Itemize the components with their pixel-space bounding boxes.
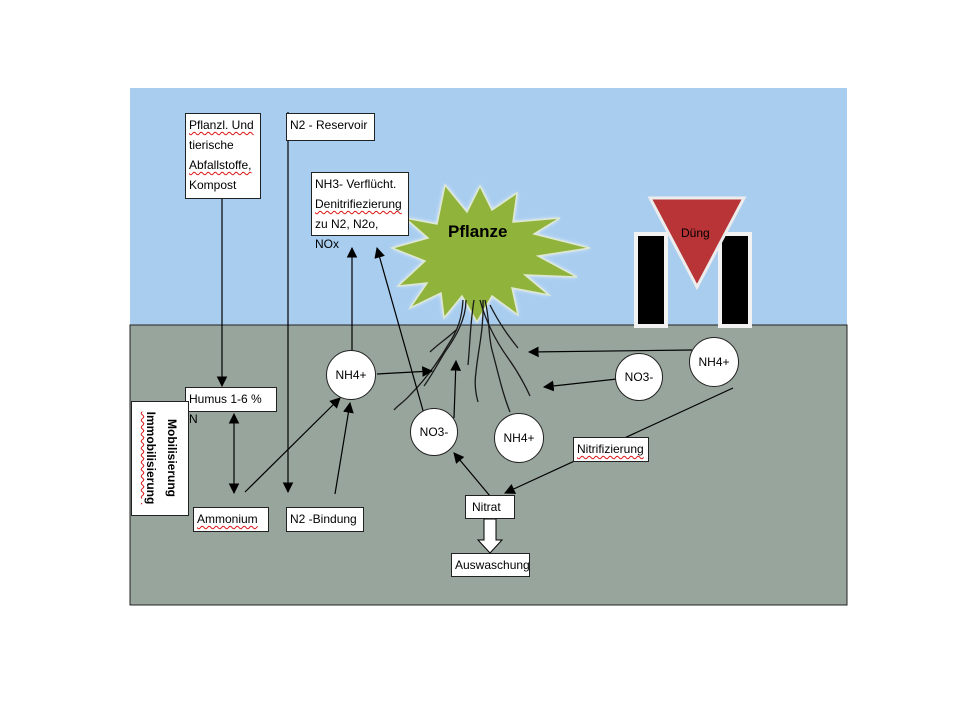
no3-circle-right: NO3-	[615, 353, 663, 401]
fertilizer-label: Düng	[681, 226, 710, 240]
humus-box: Humus 1-6 % N	[185, 387, 277, 426]
nitrat-label: Nitrat	[472, 500, 501, 514]
nitrifizierung-label: Nitrifizierung	[577, 442, 644, 456]
ammonium-label: Ammonium	[197, 512, 258, 526]
fertilizer-triangle	[647, 196, 747, 291]
fertilizer-pillar-left	[634, 232, 668, 328]
abfallstoffe-box: Pflanzl. Und tierische Abfallstoffe, Kom…	[185, 113, 261, 199]
nh4-right-label: NH4+	[698, 355, 730, 369]
flow-arrows	[216, 112, 734, 497]
auswaschung-label: Auswaschung	[455, 558, 530, 572]
no3-mid-label: NO3-	[419, 425, 449, 439]
plant-burst	[389, 183, 591, 324]
arrow-no3-to-nh3	[374, 246, 425, 415]
plant-roots	[393, 299, 531, 413]
mobilisierung-label: Mobilisierung	[165, 419, 179, 497]
arrow-ammonium-to-nh4	[244, 397, 341, 493]
nh3-line-1: NH3- Verflücht.	[315, 177, 397, 191]
immobilisierung-label: Immobilisierung	[144, 411, 158, 505]
nitrat-box: Nitrat	[465, 495, 515, 519]
nh4-circle-mid: NH4+	[494, 413, 544, 463]
nh3-box: NH3- Verflücht. Denitrifiezierung zu N2,…	[311, 172, 409, 251]
ammonium-box: Ammonium	[193, 507, 269, 532]
nh3-line-3: zu N2, N2o, NOx	[315, 217, 379, 251]
abfallstoffe-line-3: Abfallstoffe,	[189, 158, 252, 172]
no3-right-label: NO3-	[624, 370, 654, 384]
nh3-line-2: Denitrifiezierung	[315, 197, 402, 211]
nh4-mid-label: NH4+	[503, 431, 535, 445]
arrow-nitrat-to-no3	[453, 452, 491, 497]
n2-bindung-label: N2 -Bindung	[290, 512, 357, 526]
arrow-nh4-right-to-root	[527, 346, 693, 358]
arrow-no3-mid-to-root	[450, 359, 462, 419]
arrow-no3-right-to-root	[542, 378, 618, 392]
nh4-circle-right: NH4+	[689, 337, 739, 387]
n2-reservoir-box: N2 - Reservoir	[286, 113, 375, 141]
fertilizer-pillar-right	[718, 232, 752, 328]
n2-bindung-box: N2 -Bindung	[286, 507, 364, 532]
nh4-left-label: NH4+	[335, 368, 367, 382]
arrow-nh4-to-root	[376, 366, 434, 377]
no3-circle-mid: NO3-	[410, 408, 458, 456]
abfallstoffe-line-4: Kompost	[189, 178, 237, 192]
arrow-nitrat-to-auswaschung	[476, 518, 504, 554]
n2-reservoir-label: N2 - Reservoir	[290, 118, 368, 132]
nh4-circle-left: NH4+	[326, 350, 376, 400]
humus-label: Humus 1-6 % N	[189, 392, 262, 426]
mobilisierung-box: Mobilisierung Immobilisierung	[131, 401, 189, 516]
arrow-bindung-to-nh4	[334, 401, 354, 495]
auswaschung-box: Auswaschung	[451, 553, 530, 577]
abfallstoffe-line-2: tierische	[189, 138, 234, 152]
nitrifizierung-box: Nitrifizierung	[573, 437, 649, 462]
abfallstoffe-line-1: Pflanzl. Und	[189, 118, 254, 132]
plant-label: Pflanze	[448, 222, 508, 241]
